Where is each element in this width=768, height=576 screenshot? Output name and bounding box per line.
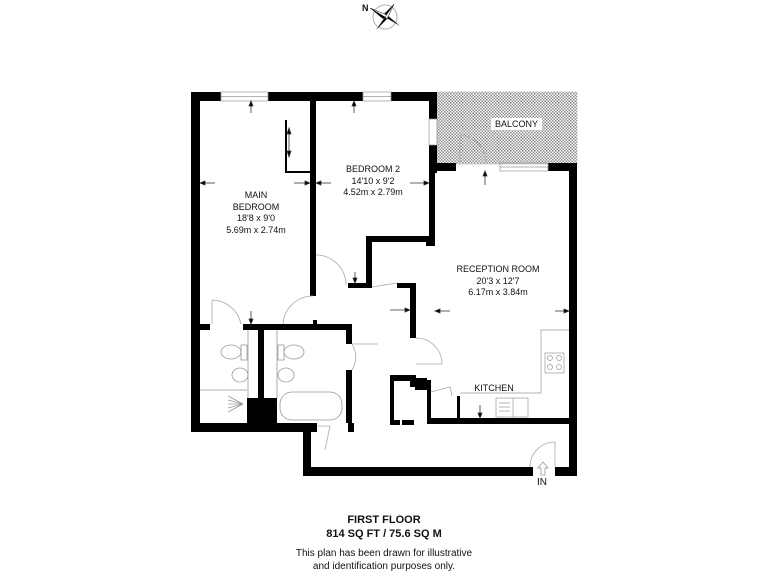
room-label-bedroom-2: BEDROOM 2 14'10 x 9'2 4.52m x 2.79m <box>343 164 403 199</box>
floor-name: FIRST FLOOR <box>347 514 421 526</box>
basin-icon <box>231 367 249 383</box>
room-dimensions-metric: 4.52m x 2.79m <box>343 187 403 197</box>
entrance-label: IN <box>537 477 547 488</box>
room-label-balcony: BALCONY <box>491 118 543 130</box>
walls <box>191 92 577 476</box>
disclaimer: This plan has been drawn for illustrativ… <box>0 548 768 573</box>
kitchen-fixtures <box>460 329 569 418</box>
hob-icon <box>544 352 565 374</box>
room-name: BEDROOM <box>232 201 280 212</box>
room-dimensions-metric: 6.17m x 3.84m <box>468 287 528 297</box>
room-name: KITCHEN <box>474 383 514 393</box>
compass-rose-icon <box>369 3 400 30</box>
shower-icon <box>227 395 244 413</box>
room-dimensions-metric: 5.69m x 2.74m <box>226 224 286 235</box>
north-label: N <box>362 3 369 13</box>
room-label-kitchen: KITCHEN <box>474 383 514 395</box>
disclaimer-line: This plan has been drawn for illustrativ… <box>295 548 473 559</box>
room-name: BEDROOM 2 <box>345 164 400 174</box>
room-label-main-bedroom: MAIN BEDROOM 18'8 x 9'0 5.69m x 2.74m <box>226 190 286 236</box>
room-dimensions-imperial: 14'10 x 9'2 <box>351 175 395 186</box>
door-swings <box>211 134 556 468</box>
room-name: MAIN <box>244 190 268 200</box>
room-label-reception: RECEPTION ROOM 20'3 x 12'7 6.17m x 3.84m <box>456 264 539 299</box>
bath-icon <box>279 391 343 421</box>
entrance-arrow-icon <box>537 461 549 476</box>
room-dimensions-imperial: 20'3 x 12'7 <box>476 275 520 286</box>
toilet-icon <box>220 344 242 360</box>
windows <box>220 91 549 172</box>
sink-icon <box>495 397 529 418</box>
disclaimer-line: and identification purposes only. <box>312 560 456 572</box>
floor-summary: FIRST FLOOR 814 SQ FT / 75.6 SQ M <box>0 513 768 541</box>
room-name: RECEPTION ROOM <box>456 264 540 274</box>
dimension-arrows <box>198 99 571 420</box>
room-dimensions-imperial: 18'8 x 9'0 <box>237 213 275 223</box>
floor-area: 814 SQ FT / 75.6 SQ M <box>326 528 442 540</box>
bathroom-fixtures <box>200 330 343 421</box>
